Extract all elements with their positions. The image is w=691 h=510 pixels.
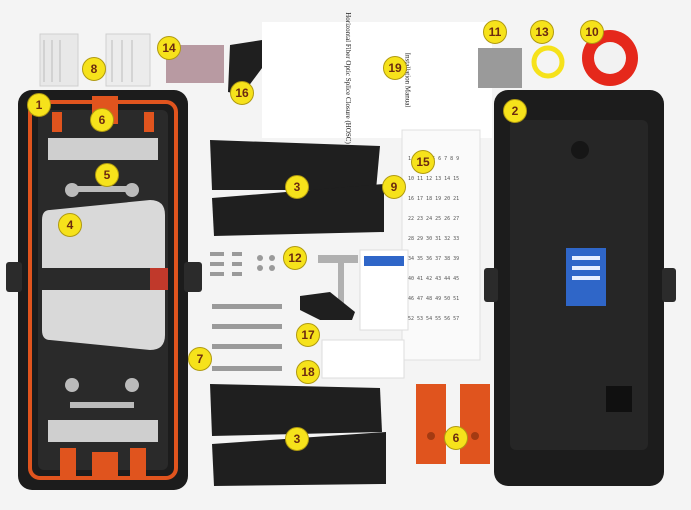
label-15: 15 [411,150,435,174]
label-6-bottom: 6 [444,426,468,450]
label-14: 14 [157,36,181,60]
label-3-bottom: 3 [285,427,309,451]
label-2: 2 [503,99,527,123]
grounding-kit [300,255,358,320]
label-5: 5 [95,163,119,187]
svg-text:10 11 12 13 14 15: 10 11 12 13 14 15 [408,176,459,182]
red-sealing-tape-roll [582,30,638,86]
svg-text:40 41 42 43 44 45: 40 41 42 43 44 45 [408,276,459,282]
label-19: 19 [383,56,407,80]
closure-cover [484,90,676,486]
closure-base-open [6,90,202,490]
spiral-wraps [478,48,522,88]
label-9: 9 [382,175,406,199]
rubber-gasket-strips-top [210,140,384,236]
svg-text:22 23 24 25 26 27: 22 23 24 25 26 27 [408,216,459,222]
rubber-gasket-strips-bottom [210,384,386,486]
label-1: 1 [27,93,51,117]
installation-manual [262,22,492,138]
svg-text:46 47 48 49 50 51: 46 47 48 49 50 51 [408,296,459,302]
manual-subtitle: Horizontal Fiber Optic Splice Closure (H… [343,12,352,144]
svg-text:52 53 54 55 56 57: 52 53 54 55 56 57 [408,316,459,322]
label-8: 8 [82,57,106,81]
orange-cable-blocks [416,384,490,464]
svg-text:16 17 18 19 20 21: 16 17 18 19 20 21 [408,196,459,202]
label-6-top: 6 [90,108,114,132]
label-7: 7 [188,347,212,371]
label-10: 10 [580,20,604,44]
label-4: 4 [58,213,82,237]
heat-shrink-sleeves [39,33,151,87]
label-12: 12 [283,246,307,270]
yellow-ties [531,45,565,79]
label-11: 11 [483,20,507,44]
label-16: 16 [230,81,254,105]
instruction-card [321,249,409,379]
label-18: 18 [296,360,320,384]
label-17: 17 [296,323,320,347]
screws-and-washers [210,252,282,371]
label-13: 13 [530,20,554,44]
svg-text:28 29 30 31 32 33: 28 29 30 31 32 33 [408,236,459,242]
svg-text:34 35 36 37 38 39: 34 35 36 37 38 39 [408,256,459,262]
label-3-top: 3 [285,175,309,199]
